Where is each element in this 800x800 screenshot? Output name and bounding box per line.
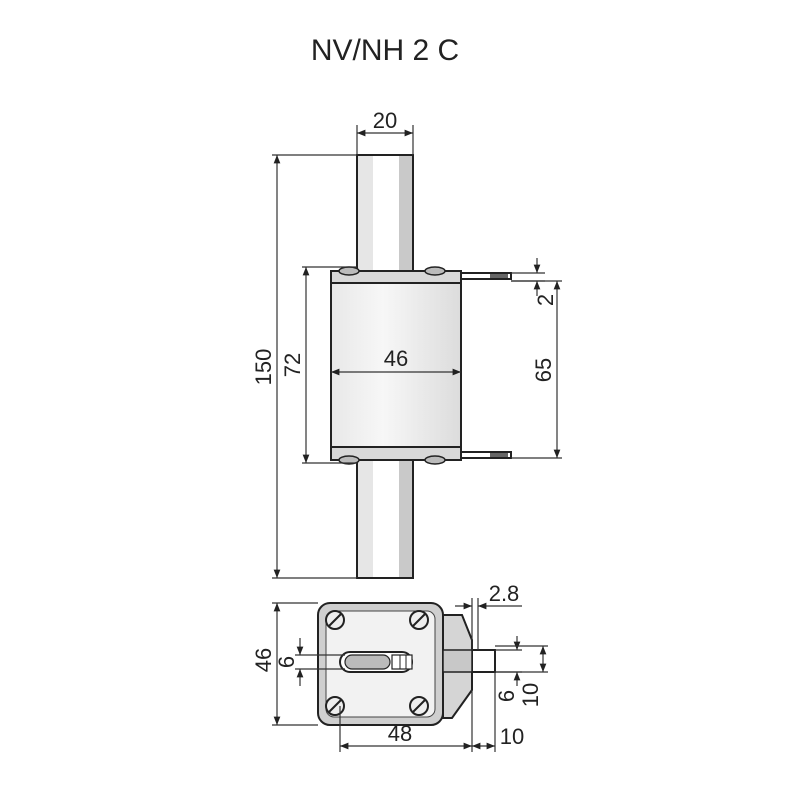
dim-body-height: 72 [280,266,357,464]
dim-contact-thickness: 2 [511,258,558,306]
bottom-blade [356,459,414,579]
dim-slot-width: 6 [274,638,345,686]
dim-label-46-bottom: 46 [251,648,276,672]
dim-blade-width: 20 [356,108,414,155]
dim-label-65: 65 [531,358,556,382]
dim-tab-offset: 10 [472,672,524,752]
dim-tab-total: 10 [495,645,548,707]
side-fin [442,614,496,719]
dim-label-48: 48 [388,721,412,746]
dim-label-150: 150 [251,349,276,386]
dim-label-20: 20 [373,108,397,133]
top-blade [356,154,414,272]
dim-label-6-tab: 6 [494,690,519,702]
screw-icon [409,610,429,630]
fuse-body [330,282,462,448]
dim-label-46-front: 46 [384,346,408,371]
dim-label-72: 72 [280,353,305,377]
dim-label-10-vertical: 10 [518,683,543,707]
dim-overall-height: 150 [251,154,357,579]
front-view: 20 150 72 46 2 [251,108,562,579]
indicator-slot [339,651,413,673]
dim-label-2: 2 [533,294,558,306]
dim-blade-thickness: 2.8 [455,581,522,650]
dim-contact-spacing: 65 [511,280,562,459]
dim-base-depth: 46 [251,602,318,726]
bottom-view: 2.8 46 6 48 10 [251,581,548,752]
dim-label-2-8: 2.8 [489,581,520,606]
screw-icon [325,610,345,630]
drawing-title: NV/NH 2 C [310,34,460,67]
dim-label-6-slot: 6 [274,656,299,668]
screw-icon [409,696,429,716]
top-contact-plate [330,266,512,284]
dim-body-width: 46 [331,346,461,376]
dim-base-length: 48 [339,690,473,752]
screw-icon [325,696,345,716]
dim-label-10-horizontal: 10 [500,724,524,749]
bottom-contact-plate [330,446,512,465]
